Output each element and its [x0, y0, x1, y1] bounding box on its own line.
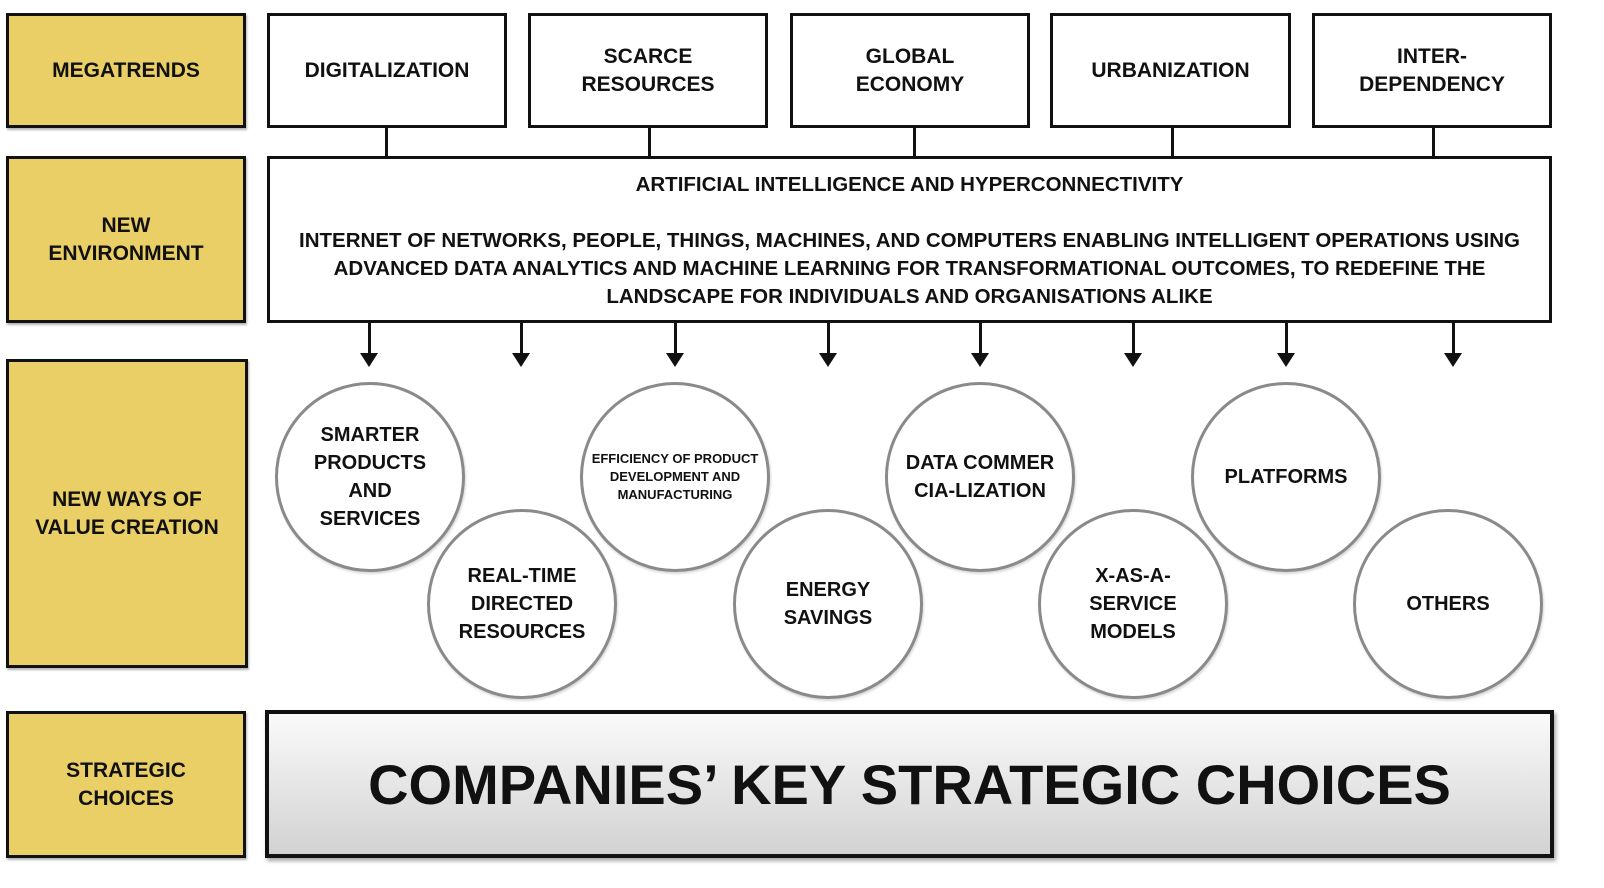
row-label-new-environment: NEW ENVIRONMENT — [6, 156, 246, 323]
row-label-strategic-choices: STRATEGIC CHOICES — [6, 711, 246, 858]
megatrend-global-economy: GLOBAL ECONOMY — [790, 13, 1030, 128]
megatrend-digitalization: DIGITALIZATION — [267, 13, 507, 128]
megatrend-interdependency: INTER-DEPENDENCY — [1312, 13, 1552, 128]
arrow-down-icon — [360, 323, 378, 367]
arrow-down-icon — [1277, 323, 1295, 367]
arrow-down-icon — [971, 323, 989, 367]
megatrend-scarce-resources: SCARCE RESOURCES — [528, 13, 768, 128]
value-xaas-models: X-AS-A-SERVICE MODELS — [1038, 509, 1228, 699]
row-label-value-creation: NEW WAYS OF VALUE CREATION — [6, 359, 248, 668]
environment-description: INTERNET OF NETWORKS, PEOPLE, THINGS, MA… — [299, 229, 1520, 308]
value-efficiency: EFFICIENCY OF PRODUCT DEVELOPMENT AND MA… — [580, 382, 770, 572]
row-label-megatrends: MEGATRENDS — [6, 13, 246, 128]
value-data-commercialization: DATA COMMERCIA-LIZATION — [885, 382, 1075, 572]
connector — [648, 127, 651, 158]
arrow-down-icon — [1444, 323, 1462, 367]
arrow-down-icon — [819, 323, 837, 367]
value-smarter-products: SMARTER PRODUCTS AND SERVICES — [275, 382, 465, 572]
connector — [1432, 127, 1435, 158]
value-real-time-resources: REAL-TIME DIRECTED RESOURCES — [427, 509, 617, 699]
value-platforms: PLATFORMS — [1191, 382, 1381, 572]
strategic-choices-box: COMPANIES’ KEY STRATEGIC CHOICES — [265, 710, 1554, 858]
arrow-down-icon — [666, 323, 684, 367]
connector — [1171, 127, 1174, 158]
environment-title: ARTIFICIAL INTELLIGENCE AND HYPERCONNECT… — [635, 173, 1184, 196]
connector — [385, 127, 388, 158]
arrow-down-icon — [512, 323, 530, 367]
value-others: OTHERS — [1353, 509, 1543, 699]
megatrend-urbanization: URBANIZATION — [1050, 13, 1291, 128]
connector — [913, 127, 916, 158]
environment-box: ARTIFICIAL INTELLIGENCE AND HYPERCONNECT… — [267, 156, 1552, 323]
arrow-down-icon — [1124, 323, 1142, 367]
value-energy-savings: ENERGY SAVINGS — [733, 509, 923, 699]
